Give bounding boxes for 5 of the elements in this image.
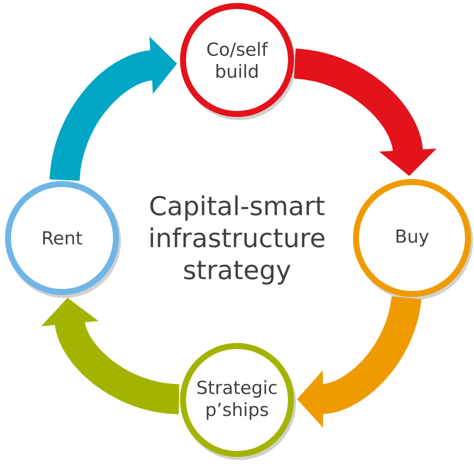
- center-title: Capital-smart infrastructure strategy: [150, 195, 324, 285]
- circle-node: Rent: [5, 181, 121, 298]
- circle-node: Co/self build: [180, 3, 296, 120]
- circle-node: Buy: [353, 179, 473, 300]
- circle-node: Strategic p’ships: [180, 342, 296, 460]
